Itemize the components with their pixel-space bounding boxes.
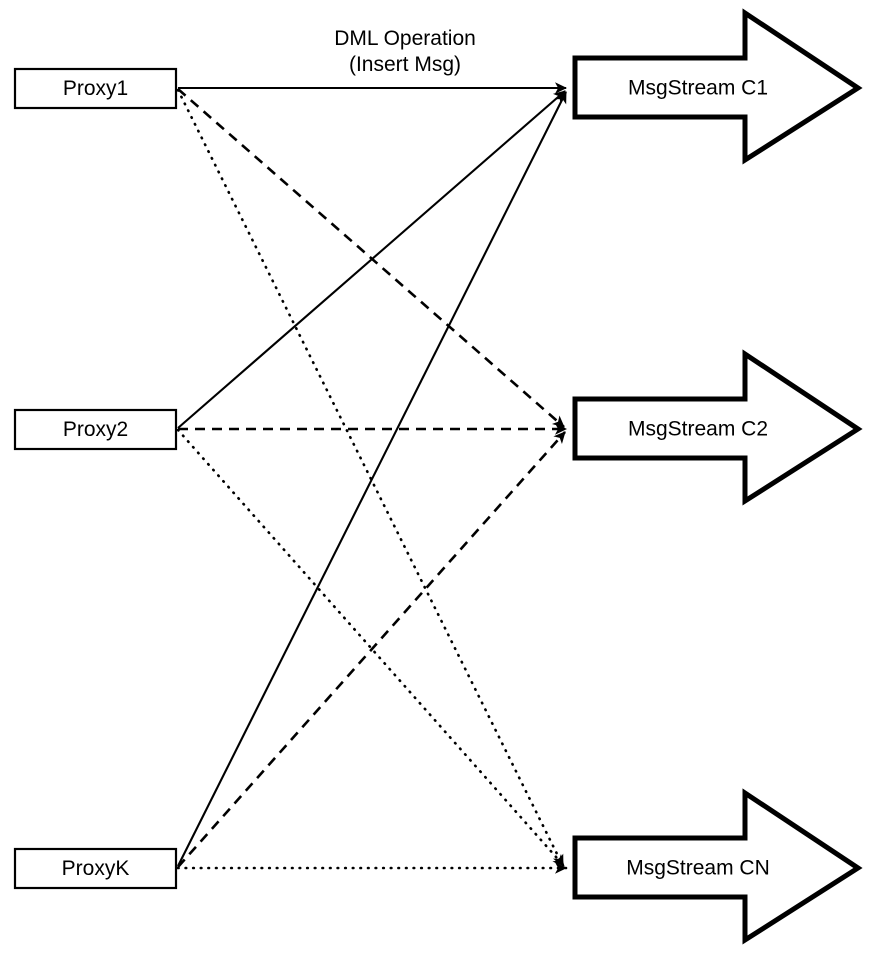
edge-proxy1-to-c2[interactable] <box>177 88 565 428</box>
proxyk-label: ProxyK <box>62 857 130 880</box>
proxy-node-proxy1[interactable]: Proxy1 <box>13 67 178 110</box>
edge-group-proxyk <box>176 91 568 874</box>
msgstream-cn-label: MsgStream CN <box>626 857 770 880</box>
edge-proxy2-to-cn[interactable] <box>176 428 566 868</box>
msgstream-c1-label: MsgStream C1 <box>628 77 768 100</box>
msgstream-c2-label: MsgStream C2 <box>628 418 768 441</box>
edge-proxy2-to-c1[interactable] <box>177 90 566 429</box>
caption-dml-operation: DML Operation (Insert Msg) <box>334 27 476 76</box>
proxy2-box[interactable] <box>13 408 178 451</box>
edge-proxy1-to-cn[interactable] <box>176 88 565 868</box>
msgstream-node-cn[interactable]: MsgStream CN <box>572 788 863 945</box>
edge-group-proxy1 <box>176 82 567 868</box>
edge-proxyk-to-c2[interactable] <box>177 431 566 868</box>
caption-line-2: (Insert Msg) <box>349 53 461 76</box>
edge-group-proxy2 <box>176 90 567 868</box>
proxy1-label: Proxy1 <box>63 77 128 100</box>
caption-line-1: DML Operation <box>334 27 476 50</box>
msgstream-c1-arrow-shape[interactable] <box>572 8 863 165</box>
proxy-node-proxyk[interactable]: ProxyK <box>13 847 178 890</box>
msgstream-cn-arrow-shape[interactable] <box>572 788 863 945</box>
proxy1-box[interactable] <box>13 67 178 110</box>
msgstream-node-c1[interactable]: MsgStream C1 <box>572 8 863 165</box>
msgstream-node-c2[interactable]: MsgStream C2 <box>572 349 863 506</box>
proxy-node-proxy2[interactable]: Proxy2 <box>13 408 178 451</box>
msgstream-c2-arrow-shape[interactable] <box>572 349 863 506</box>
proxy2-label: Proxy2 <box>63 418 128 441</box>
edge-proxyk-to-c1[interactable] <box>177 91 567 867</box>
proxyk-box[interactable] <box>13 847 178 890</box>
